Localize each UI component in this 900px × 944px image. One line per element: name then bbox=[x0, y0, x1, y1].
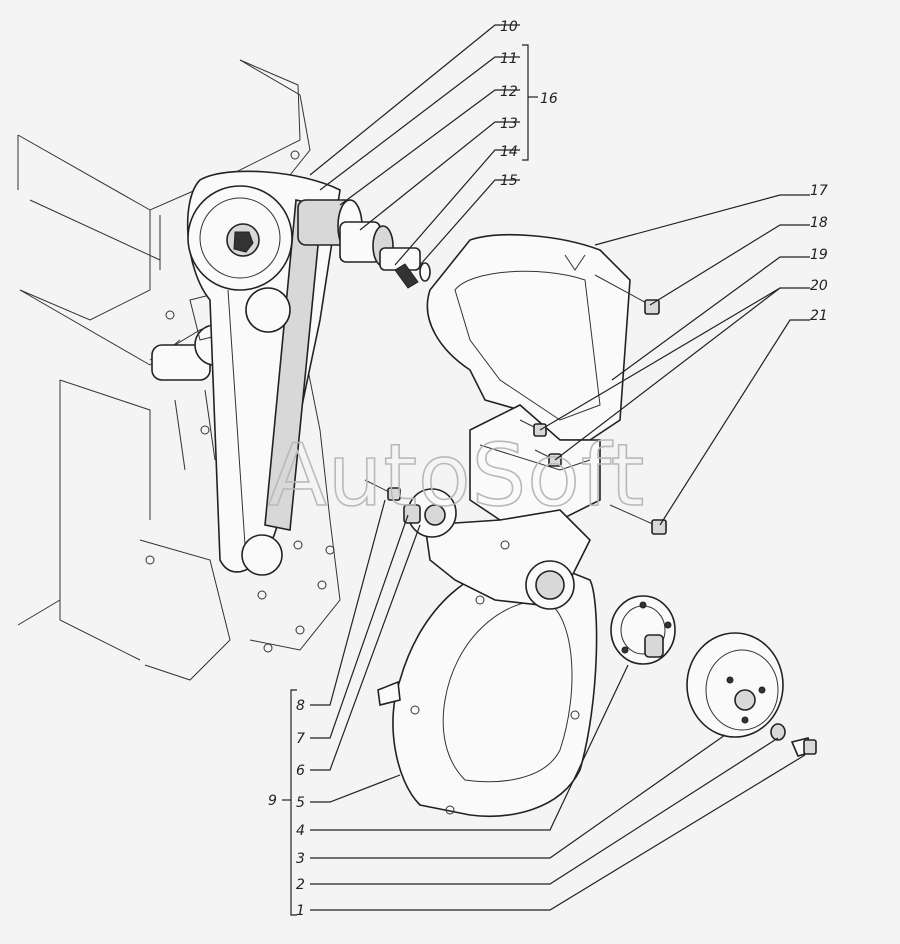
label-11: 11 bbox=[500, 51, 518, 67]
label-19: 19 bbox=[810, 247, 828, 263]
upper-timing-cover bbox=[426, 234, 631, 521]
label-1: 1 bbox=[296, 903, 305, 919]
crankshaft-hub bbox=[610, 595, 676, 665]
timing-belt-assembly bbox=[186, 170, 431, 576]
callout-labels: 10 11 12 13 14 15 16 17 18 19 20 21 8 7 … bbox=[268, 19, 828, 919]
label-7: 7 bbox=[296, 731, 305, 747]
label-17: 17 bbox=[810, 183, 828, 199]
lower-timing-cover bbox=[377, 488, 598, 817]
label-15: 15 bbox=[500, 173, 518, 189]
washer bbox=[770, 723, 786, 741]
label-16: 16 bbox=[540, 91, 558, 107]
label-10: 10 bbox=[500, 19, 518, 35]
engine-block bbox=[17, 59, 341, 681]
leader-lines bbox=[282, 24, 810, 916]
label-2: 2 bbox=[296, 877, 305, 893]
label-6: 6 bbox=[296, 763, 305, 779]
label-12: 12 bbox=[500, 84, 518, 100]
label-21: 21 bbox=[810, 308, 828, 324]
label-20: 20 bbox=[810, 278, 828, 294]
label-9: 9 bbox=[268, 793, 277, 809]
label-18: 18 bbox=[810, 215, 828, 231]
label-3: 3 bbox=[296, 851, 305, 867]
label-14: 14 bbox=[500, 144, 518, 160]
label-8: 8 bbox=[296, 698, 305, 714]
label-13: 13 bbox=[500, 116, 518, 132]
bolt-small bbox=[790, 737, 817, 757]
watermark: AutoSoft bbox=[268, 426, 645, 526]
label-4: 4 bbox=[296, 823, 305, 839]
crankshaft-pulley bbox=[686, 632, 784, 738]
label-5: 5 bbox=[296, 795, 305, 811]
